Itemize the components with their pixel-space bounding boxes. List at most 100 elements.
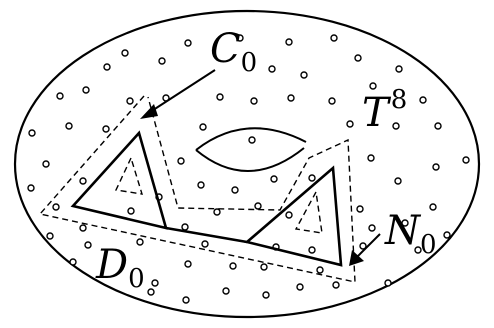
sample-point: [462, 156, 470, 164]
sample-point: [201, 240, 209, 248]
sample-point: [126, 97, 134, 105]
hole-lower-curve: [195, 147, 305, 172]
complex-c0: [70, 130, 343, 267]
sample-point: [147, 288, 155, 296]
sample-point: [27, 184, 35, 192]
sample-point: [395, 65, 403, 73]
sample-point: [181, 223, 189, 231]
label-n0: N0: [384, 208, 437, 260]
sample-point: [222, 287, 230, 295]
arrow-c0: [140, 69, 216, 119]
sample-point: [151, 279, 159, 287]
sample-point: [414, 246, 422, 254]
sample-point: [65, 122, 73, 130]
sample-point: [268, 65, 276, 73]
sample-point: [369, 82, 377, 90]
sample-point: [316, 266, 324, 274]
sample-point: [330, 34, 338, 42]
sample-point: [429, 203, 437, 211]
sample-point: [287, 94, 295, 102]
sample-point: [236, 34, 244, 42]
sample-point: [184, 260, 192, 268]
hole-upper-curve: [195, 127, 307, 151]
torus-outline: [13, 9, 481, 319]
sample-point: [392, 122, 400, 130]
sample-point: [52, 203, 60, 211]
sample-point: [359, 242, 367, 250]
label-n0-main: N: [384, 208, 422, 254]
label-d0-main: D: [95, 242, 128, 288]
sample-point: [121, 49, 129, 57]
sample-point: [285, 211, 293, 219]
sample-point: [184, 39, 192, 47]
c0-left-triangle: [70, 130, 168, 230]
sample-point: [127, 207, 135, 215]
label-t8-superscript: 8: [391, 85, 408, 115]
sample-point: [332, 281, 340, 289]
sample-point: [401, 219, 409, 227]
sample-point: [285, 38, 293, 46]
sample-point: [419, 96, 427, 104]
nerve-outer-dashed-boundary: [38, 95, 356, 283]
label-d0: D0: [95, 242, 145, 294]
label-t8: T8: [362, 85, 407, 136]
sample-point: [367, 154, 375, 162]
sample-point: [308, 246, 316, 254]
sample-point: [46, 232, 54, 240]
sample-point: [250, 97, 258, 105]
sample-point: [434, 122, 442, 130]
nerve-n0: [38, 95, 356, 283]
sample-point: [28, 129, 36, 137]
sample-point: [182, 296, 190, 304]
label-c0-main: C: [210, 26, 241, 72]
sample-point: [103, 63, 111, 71]
sample-point: [300, 71, 308, 79]
sample-point: [231, 186, 239, 194]
sample-point: [69, 258, 77, 266]
sample-point: [270, 175, 278, 183]
sample-point: [254, 202, 262, 210]
c0-right-triangle: [244, 165, 343, 267]
label-t8-main: T: [362, 90, 392, 136]
label-c0-subscript: 0: [241, 48, 258, 78]
nerve-inner-dashed-left: [114, 156, 143, 195]
sample-point: [82, 86, 90, 94]
c0-bridge-edge: [165, 226, 248, 244]
sample-point: [177, 157, 185, 165]
arrow-n0-head: [349, 250, 364, 266]
sample-point: [79, 177, 87, 185]
sample-point: [248, 136, 256, 144]
sample-point: [199, 123, 207, 131]
sample-point: [296, 283, 304, 291]
sample-point: [102, 125, 110, 133]
arrow-c0-head: [140, 104, 158, 119]
sample-point: [136, 238, 144, 246]
label-n0-subscript: 0: [420, 230, 437, 260]
sample-point: [394, 177, 402, 185]
sample-point: [346, 120, 354, 128]
sample-point: [216, 93, 224, 101]
sample-point: [56, 92, 64, 100]
label-d0-subscript: 0: [128, 264, 145, 294]
sample-point: [260, 263, 268, 271]
sample-point: [213, 208, 221, 216]
nerve-inner-dashed-right: [294, 189, 323, 234]
sample-point: [197, 181, 205, 189]
sample-point: [84, 241, 92, 249]
sample-point: [158, 57, 166, 65]
sample-point: [262, 291, 270, 299]
sample-point: [42, 160, 50, 168]
sample-point: [354, 54, 362, 62]
sample-point: [308, 174, 316, 182]
arrow-n0: [349, 233, 381, 266]
sample-point: [328, 97, 336, 105]
sample-point: [368, 224, 376, 232]
torus-hole: [195, 127, 307, 172]
sample-point: [432, 163, 440, 171]
sample-point: [443, 231, 451, 239]
sample-point: [384, 279, 392, 287]
label-c0: C0: [210, 26, 257, 78]
sample-point: [356, 205, 364, 213]
sample-point: [229, 262, 237, 270]
